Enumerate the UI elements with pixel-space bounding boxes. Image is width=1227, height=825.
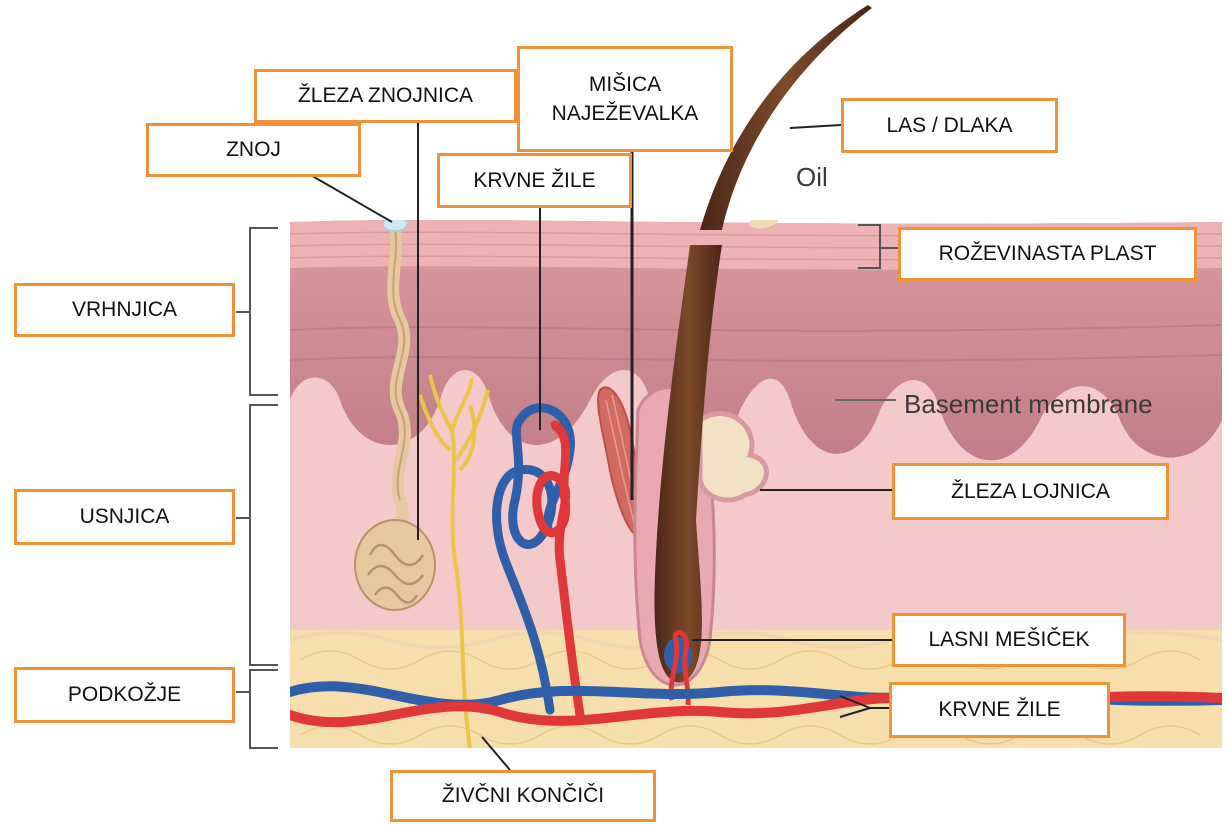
sweat-gland-coil	[355, 520, 435, 610]
label-rozevinasta-plast: ROŽEVINASTA PLAST	[898, 227, 1197, 281]
label-zivcni-koncici: ŽIVČNI KONČIČI	[390, 770, 656, 822]
label-podkozje: PODKOŽJE	[14, 667, 235, 723]
label-znoj: ZNOJ	[146, 123, 361, 177]
label-zleza-znojnica: ŽLEZA ZNOJNICA	[254, 69, 517, 123]
oil-text: Oil	[796, 162, 828, 192]
label-vrhnjica: VRHNJICA	[14, 283, 235, 337]
label-usnjica: USNJICA	[14, 489, 235, 545]
label-krvne-zile-bottom: KRVNE ŽILE	[889, 682, 1110, 738]
label-lasni-mesicek: LASNI MEŠIČEK	[892, 613, 1126, 667]
basement-membrane-text: Basement membrane	[904, 389, 1153, 419]
label-misica-najezevalka: MIŠICA NAJEŽEVALKA	[517, 46, 733, 152]
label-zleza-lojnica: ŽLEZA LOJNICA	[892, 463, 1169, 520]
label-krvne-zile-top: KRVNE ŽILE	[437, 153, 632, 208]
label-las-dlaka: LAS / DLAKA	[841, 98, 1058, 153]
